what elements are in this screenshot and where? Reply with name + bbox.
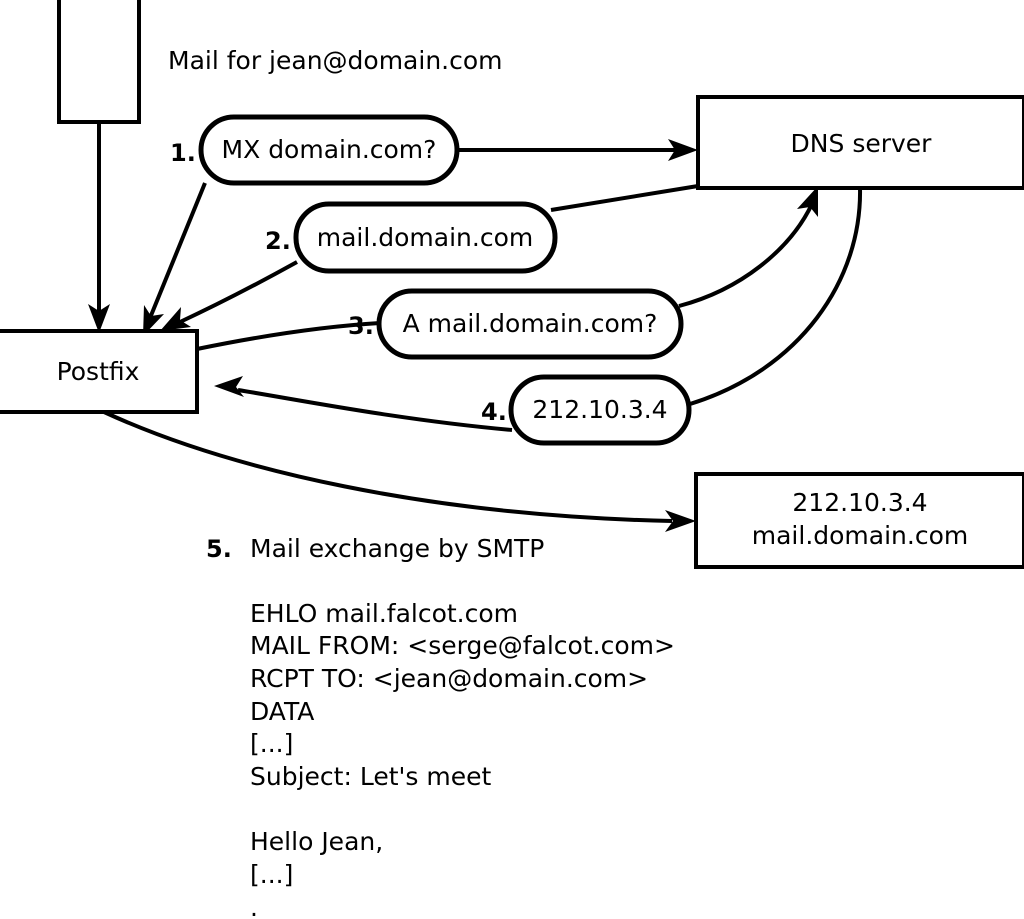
edge-dns-to-mx-answer	[550, 184, 699, 212]
smtp-transcript: EHLO mail.falcot.com MAIL FROM: <serge@f…	[250, 599, 675, 919]
node-client-box	[57, 0, 141, 124]
smtp-line-8: [...]	[250, 860, 293, 889]
node-dns-label: DNS server	[791, 129, 933, 158]
node-postfix-label: Postfix	[57, 357, 140, 386]
mail-for-label: Mail for jean@domain.com	[168, 46, 503, 75]
edge-postfix-to-mailserver	[103, 410, 696, 532]
step-5-caption: Mail exchange by SMTP	[250, 534, 544, 563]
node-postfix-box: Postfix	[0, 329, 199, 414]
edge-a-query-to-dns	[678, 186, 818, 308]
edge-postfix-to-a-query	[196, 321, 381, 351]
smtp-line-7: Hello Jean,	[250, 827, 383, 856]
smtp-line-9: .	[250, 893, 258, 919]
message-pill-mx-answer-label: mail.domain.com	[317, 223, 533, 252]
message-pill-mx-query-label: MX domain.com?	[222, 135, 437, 164]
step-number-4: 4.	[481, 398, 507, 426]
node-mailserver-box: 212.10.3.4 mail.domain.com	[694, 472, 1024, 569]
message-pill-a-query-label: A mail.domain.com?	[403, 309, 658, 338]
message-pill-mx-answer: mail.domain.com	[293, 201, 558, 274]
message-pill-a-answer: 212.10.3.4	[508, 374, 692, 446]
step-number-5: 5.	[206, 535, 232, 563]
edge-postfix-to-mx-query	[143, 182, 207, 336]
step-number-2: 2.	[265, 227, 291, 255]
node-mailserver-hostname: mail.domain.com	[752, 521, 968, 550]
message-pill-a-query: A mail.domain.com?	[376, 288, 684, 360]
message-pill-mx-query: MX domain.com?	[198, 114, 460, 186]
edge-a-answer-to-postfix	[214, 376, 513, 432]
step-number-3: 3.	[348, 312, 374, 340]
smtp-line-5: Subject: Let's meet	[250, 762, 491, 791]
smtp-line-3: DATA	[250, 697, 314, 726]
node-mailserver-ip: 212.10.3.4	[792, 488, 927, 517]
smtp-line-4: [...]	[250, 729, 293, 758]
edge-dns-to-a-answer	[689, 187, 863, 406]
step-number-1: 1.	[170, 139, 196, 167]
node-dns-box: DNS server	[696, 95, 1024, 190]
edge-mx-answer-to-postfix	[160, 260, 298, 331]
message-pill-a-answer-label: 212.10.3.4	[532, 395, 667, 424]
edge-mx-query-to-dns	[458, 139, 698, 161]
smtp-line-0: EHLO mail.falcot.com	[250, 599, 518, 628]
edge-client-to-postfix	[88, 122, 110, 333]
smtp-line-1: MAIL FROM: <serge@falcot.com>	[250, 631, 675, 660]
smtp-line-2: RCPT TO: <jean@domain.com>	[250, 664, 648, 693]
